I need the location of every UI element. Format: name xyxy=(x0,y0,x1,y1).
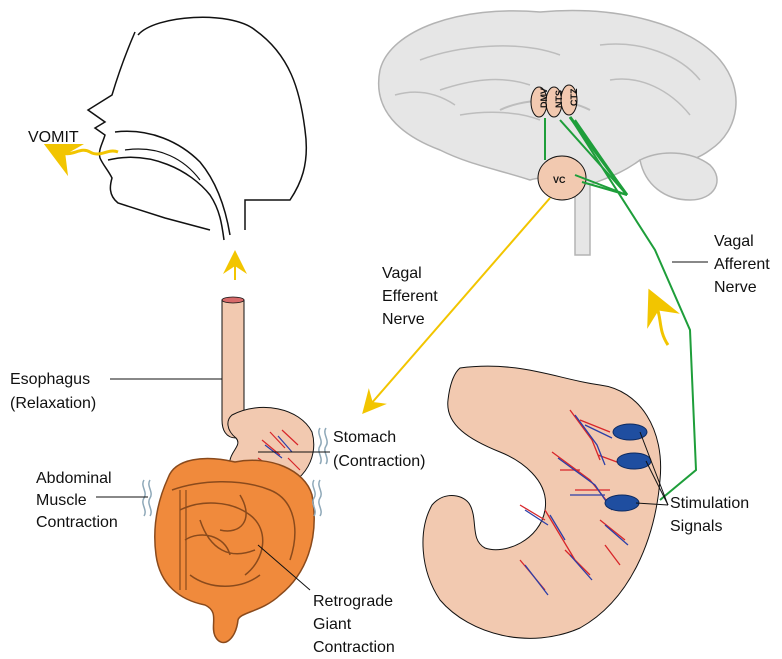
brain-sagittal xyxy=(379,11,736,255)
svg-text:(Contraction): (Contraction) xyxy=(333,453,425,470)
stimulation-label: Stimulation Signals xyxy=(670,495,749,535)
vc-label: VC xyxy=(553,175,566,185)
vomit-label: VOMIT xyxy=(28,129,79,146)
nts-label: NTS xyxy=(554,90,564,108)
svg-text:Muscle: Muscle xyxy=(36,492,87,509)
svg-text:Afferent: Afferent xyxy=(714,256,770,273)
svg-text:Retrograde: Retrograde xyxy=(313,593,393,610)
svg-text:Vagal: Vagal xyxy=(714,233,754,250)
svg-text:Stimulation: Stimulation xyxy=(670,495,749,512)
afferent-up-arrow xyxy=(656,305,668,345)
dmv-label: DMV xyxy=(539,88,549,108)
svg-text:Vagal: Vagal xyxy=(382,265,422,282)
vomit-arrow xyxy=(60,150,118,154)
vagal-afferent-label: Vagal Afferent Nerve xyxy=(714,233,770,296)
svg-text:Efferent: Efferent xyxy=(382,288,438,305)
svg-text:Abdominal: Abdominal xyxy=(36,470,112,487)
vagal-efferent-label: Vagal Efferent Nerve xyxy=(382,265,438,328)
svg-text:(Relaxation): (Relaxation) xyxy=(10,395,96,412)
svg-text:Contraction: Contraction xyxy=(313,639,395,656)
svg-text:Stomach: Stomach xyxy=(333,429,396,446)
head-profile xyxy=(88,17,306,240)
svg-text:Esophagus: Esophagus xyxy=(10,371,90,388)
stomach-large xyxy=(423,366,661,638)
svg-text:Nerve: Nerve xyxy=(382,311,425,328)
svg-text:Giant: Giant xyxy=(313,616,352,633)
svg-text:Nerve: Nerve xyxy=(714,279,757,296)
abdominal-label: Abdominal Muscle Contraction xyxy=(36,470,118,531)
svg-text:Signals: Signals xyxy=(670,518,722,535)
electrode-3 xyxy=(605,495,639,511)
electrode-2 xyxy=(617,453,651,469)
esophagus-label: Esophagus (Relaxation) xyxy=(10,371,96,412)
stomach-label: Stomach (Contraction) xyxy=(333,429,425,470)
svg-text:Contraction: Contraction xyxy=(36,514,118,531)
retrograde-label: Retrograde Giant Contraction xyxy=(313,593,395,656)
intestines xyxy=(155,459,314,643)
ctz-label: CTZ xyxy=(569,88,579,106)
